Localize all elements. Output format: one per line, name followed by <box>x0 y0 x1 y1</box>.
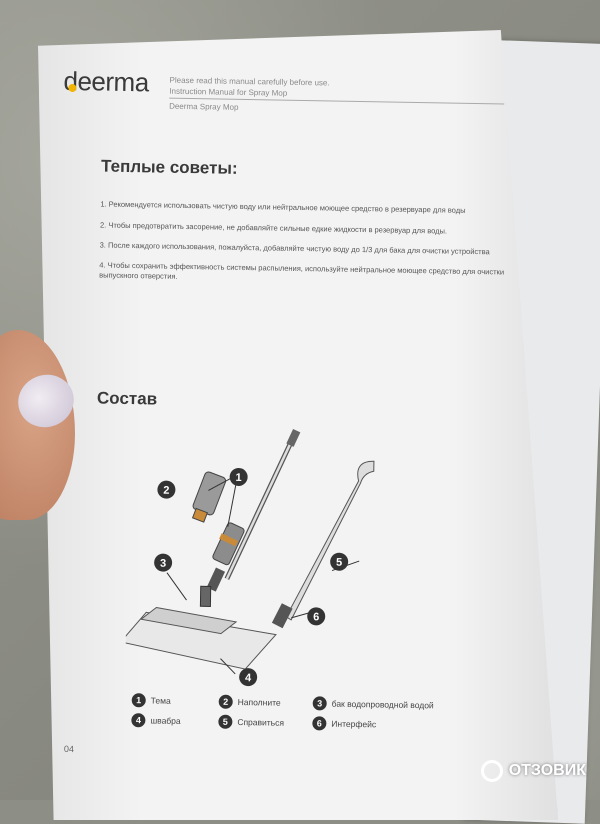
components-title: Состав <box>96 388 158 409</box>
badge-1-label: 1 <box>235 472 241 484</box>
badge-5-label: 5 <box>336 557 342 569</box>
watermark: ОТЗОВИК <box>480 760 586 782</box>
legend-badge: 4 <box>131 713 146 728</box>
legend-item-5: 5 Справиться <box>218 714 285 730</box>
legend-label: Интерфейс <box>331 718 377 730</box>
legend-label: Наполните <box>237 696 281 708</box>
legend-label: швабра <box>150 715 181 726</box>
brand-logo: deerma <box>63 65 149 98</box>
badge-4-label: 4 <box>245 672 252 684</box>
badge-6-label: 6 <box>313 611 319 623</box>
tip-item: 2. Чтобы предотвратить засорение, не доб… <box>99 220 448 236</box>
tip-item: 1. Рекомендуется использовать чистую вод… <box>100 199 466 215</box>
legend-badge: 5 <box>218 714 233 729</box>
tip-item: 4. Чтобы сохранить эффективность системы… <box>99 260 505 281</box>
badge-2: 2 <box>157 480 176 499</box>
legend-item-1: 1 Тема <box>131 693 171 708</box>
logo-dot <box>68 83 77 93</box>
tips-title: Теплые советы: <box>100 156 238 178</box>
legend-label: Справиться <box>237 716 285 728</box>
legend-label: Тема <box>150 695 171 706</box>
legend-item-6: 6 Интерфейс <box>312 716 376 731</box>
header-line-2: Instruction Manual for Spray Mop <box>169 86 288 98</box>
page-number: 04 <box>63 743 74 755</box>
badge-5: 5 <box>330 552 349 571</box>
manual-page <box>38 30 558 820</box>
badge-4: 4 <box>239 668 258 687</box>
badge-6: 6 <box>307 607 326 626</box>
mop-parts-diagram: 1 2 3 4 5 6 <box>124 428 375 687</box>
badge-2-label: 2 <box>163 485 169 497</box>
badge-3: 3 <box>154 553 173 572</box>
watermark-logo-icon <box>480 760 503 782</box>
page-content: deerma Please read this manual carefully… <box>63 65 505 755</box>
header-line-1: Please read this manual carefully before… <box>169 75 330 88</box>
legend-item-3: 3 бак водопроводной водой <box>312 696 434 712</box>
tip-item: 3. После каждого использования, пожалуйс… <box>99 240 490 257</box>
legend-item-4: 4 швабра <box>131 713 181 728</box>
watermark-text: ОТЗОВИК <box>508 762 586 779</box>
legend-badge: 3 <box>312 696 327 711</box>
legend-item-2: 2 Наполните <box>218 694 281 710</box>
badge-3-label: 3 <box>160 558 166 570</box>
badge-1: 1 <box>229 467 248 486</box>
legend-badge: 1 <box>131 693 146 708</box>
legend-label: бак водопроводной водой <box>331 698 434 711</box>
header-line-3: Deerma Spray Mop <box>169 101 239 112</box>
legend-badge: 2 <box>218 694 233 709</box>
legend-badge: 6 <box>312 716 327 731</box>
